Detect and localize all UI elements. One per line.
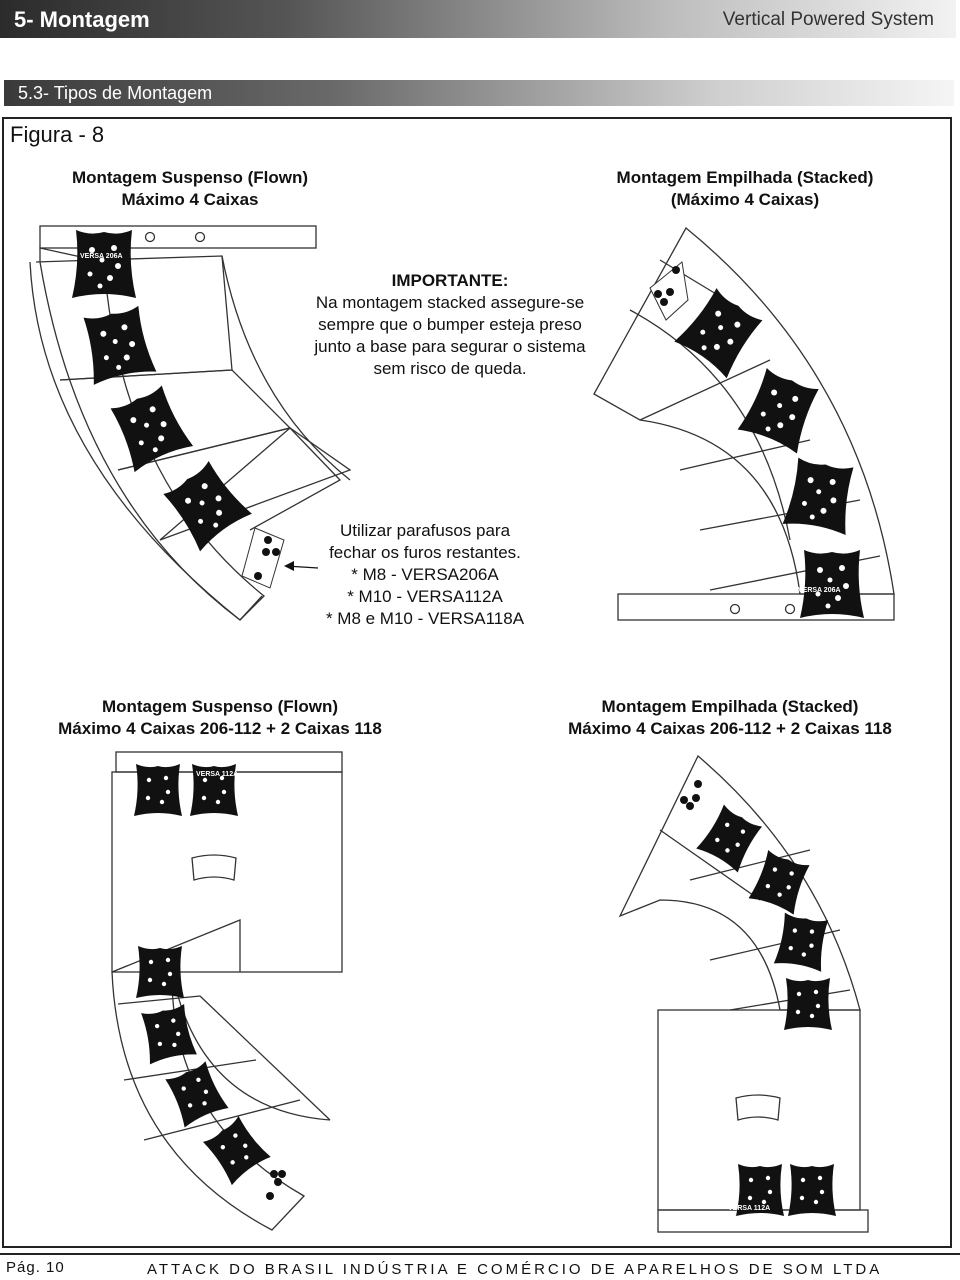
page-number: Pág. 10: [6, 1259, 65, 1276]
system-name: Vertical Powered System: [722, 9, 934, 30]
versa206-label-1: VERSA 206A: [80, 253, 123, 260]
screws-line: fechar os furos restantes.: [329, 543, 521, 562]
important-title: IMPORTANTE:: [391, 271, 509, 290]
bottom-flown-line2: Máximo 4 Caixas 206-112 + 2 Caixas 118: [58, 719, 382, 738]
versa206-label-2: VERSA 206A: [798, 587, 841, 594]
versa112-label-1: VERSA 112A: [196, 771, 238, 778]
top-stacked-caption: Montagem Empilhada (Stacked) (Máximo 4 C…: [585, 167, 905, 211]
header-bar: 5- Montagem Vertical Powered System: [0, 0, 956, 38]
top-flown-caption: Montagem Suspenso (Flown) Máximo 4 Caixa…: [40, 167, 340, 211]
figure-label: Figura - 8: [10, 122, 105, 147]
top-stacked-line2: (Máximo 4 Caixas): [670, 190, 820, 209]
bottom-stacked-line2: Máximo 4 Caixas 206-112 + 2 Caixas 118: [568, 719, 892, 738]
bottom-flown-line1: Montagem Suspenso (Flown): [101, 697, 339, 716]
figure-frame: [2, 117, 952, 1248]
section-bar: 5.3- Tipos de Montagem: [4, 80, 954, 106]
screws-line: * M8 - VERSA206A: [351, 565, 499, 584]
top-flown-line2: Máximo 4 Caixas: [121, 190, 259, 209]
top-stacked-line1: Montagem Empilhada (Stacked): [616, 168, 874, 187]
company-name: ATTACK DO BRASIL INDÚSTRIA E COMÉRCIO DE…: [147, 1261, 883, 1278]
screws-line: * M10 - VERSA112A: [347, 587, 503, 606]
important-line: sem risco de queda.: [373, 359, 527, 378]
important-line: sempre que o bumper esteja preso: [318, 315, 582, 334]
section-title: 5.3- Tipos de Montagem: [18, 83, 213, 103]
footer-divider: [0, 1253, 960, 1255]
important-note: IMPORTANTE: Na montagem stacked assegure…: [270, 270, 630, 380]
screws-line: * M8 e M10 - VERSA118A: [325, 609, 525, 628]
bottom-flown-caption: Montagem Suspenso (Flown) Máximo 4 Caixa…: [20, 696, 420, 740]
screws-note: Utilizar parafusos para fechar os furos …: [290, 520, 560, 630]
bottom-stacked-caption: Montagem Empilhada (Stacked) Máximo 4 Ca…: [530, 696, 930, 740]
important-line: Na montagem stacked assegure-se: [315, 293, 585, 312]
bottom-stacked-line1: Montagem Empilhada (Stacked): [601, 697, 859, 716]
chapter-title: 5- Montagem: [14, 7, 150, 32]
stacked-array-bottom: [618, 754, 869, 1233]
top-flown-line1: Montagem Suspenso (Flown): [71, 168, 309, 187]
versa112-label-2: VERSA 112A: [728, 1205, 770, 1212]
screws-line: Utilizar parafusos para: [339, 521, 511, 540]
important-line: junto a base para segurar o sistema: [314, 337, 586, 356]
